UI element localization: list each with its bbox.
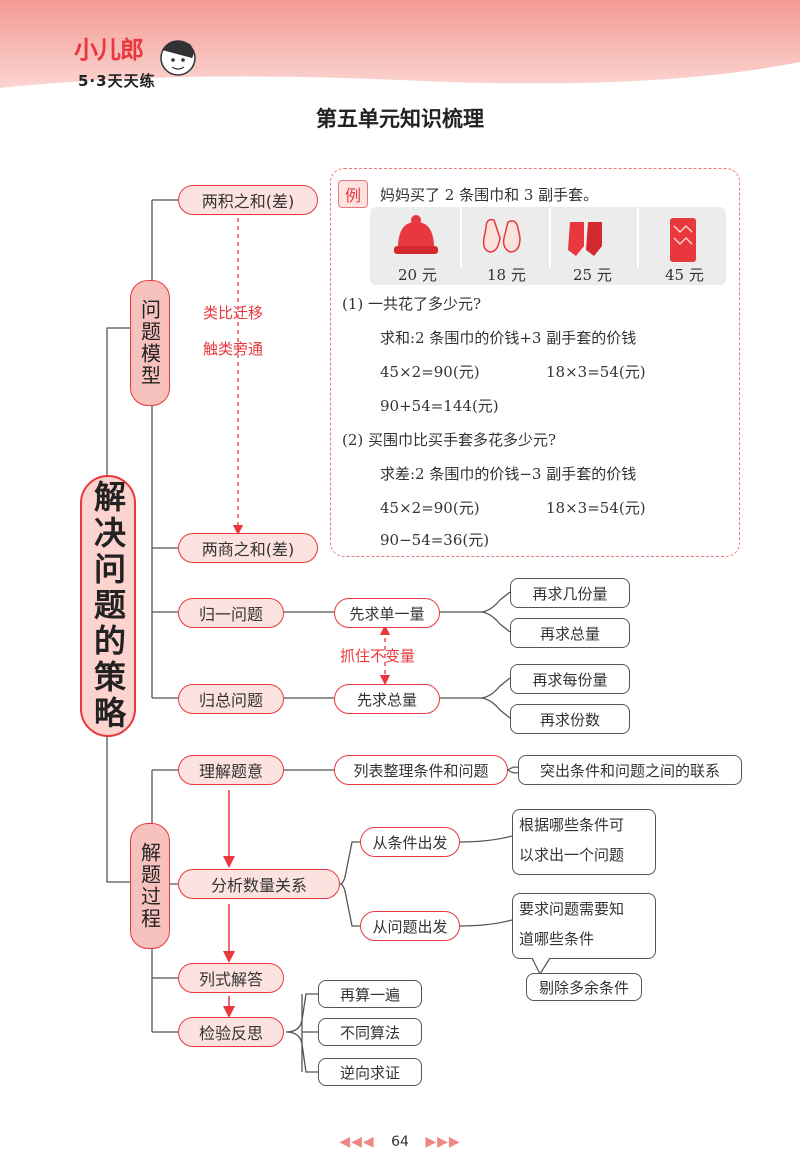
- unit-first-step: 先求单一量: [334, 598, 440, 628]
- mittens-icon: [484, 220, 520, 252]
- goods-images: [370, 208, 726, 268]
- note-analogy-2: 触类旁通: [203, 338, 263, 359]
- model-item-product-sum: 两积之和(差): [178, 185, 318, 215]
- page-number: 64: [391, 1134, 409, 1150]
- price-mittens: 18 元: [487, 264, 526, 285]
- check-alt-method: 不同算法: [318, 1018, 422, 1046]
- step-solve: 列式解答: [178, 963, 284, 993]
- model-item-total-problem: 归总问题: [178, 684, 284, 714]
- note-analogy-1: 类比迁移: [203, 302, 263, 323]
- step-check: 检验反思: [178, 1017, 284, 1047]
- q2-method: 求差:2 条围巾的价钱−3 副手套的价钱: [380, 463, 636, 484]
- note-invariant: 抓住不变量: [340, 645, 415, 666]
- q2-result: 90−54=36(元): [380, 529, 489, 550]
- analyze-from-conditions: 从条件出发: [360, 827, 460, 857]
- question-link: [460, 916, 520, 936]
- next-arrows-icon: ▶▶▶: [425, 1134, 460, 1150]
- total-first-step: 先求总量: [334, 684, 440, 714]
- total-step-a: 再求每份量: [510, 664, 630, 694]
- scarf-icon: [670, 218, 696, 262]
- understand-tabulate: 列表整理条件和问题: [334, 755, 508, 785]
- step-analyze: 分析数量关系: [178, 869, 340, 899]
- q1-calc-b: 18×3=54(元): [546, 361, 646, 382]
- analyze-from-question: 从问题出发: [360, 911, 460, 941]
- gloves-icon: [568, 222, 602, 256]
- q1-method: 求和:2 条围巾的价钱+3 副手套的价钱: [380, 327, 636, 348]
- q2-calc-b: 18×3=54(元): [546, 497, 646, 518]
- example-prompt: 妈妈买了 2 条围巾和 3 副手套。: [380, 184, 598, 205]
- price-hat: 20 元: [398, 264, 437, 285]
- conditions-note-line-2: 以求出一个问题: [519, 840, 624, 870]
- branch-problem-model: 问题模型: [130, 280, 170, 406]
- price-scarf: 45 元: [665, 264, 704, 285]
- question-2: (2) 买围巾比买手套多花多少元?: [342, 429, 556, 450]
- hat-icon: [394, 215, 438, 254]
- model-item-unit-problem: 归一问题: [178, 598, 284, 628]
- prev-arrows-icon: ◀◀◀: [339, 1134, 374, 1150]
- q1-result: 90+54=144(元): [380, 395, 499, 416]
- question-1: (1) 一共花了多少元?: [342, 293, 481, 314]
- price-gloves: 25 元: [573, 264, 612, 285]
- cond-link: [460, 832, 520, 852]
- q1-calc-a: 45×2=90(元): [380, 361, 480, 382]
- q2-calc-a: 45×2=90(元): [380, 497, 480, 518]
- total-step-b: 再求份数: [510, 704, 630, 734]
- page-footer: ◀◀◀ 64 ▶▶▶: [0, 1134, 800, 1150]
- check-recalc: 再算一遍: [318, 980, 422, 1008]
- check-reverse: 逆向求证: [318, 1058, 422, 1086]
- unit-step-b: 再求总量: [510, 618, 630, 648]
- step-understand: 理解题意: [178, 755, 284, 785]
- understand-highlight: 突出条件和问题之间的联系: [518, 755, 742, 785]
- question-note-line-2: 道哪些条件: [519, 924, 594, 954]
- model-item-quotient-sum: 两商之和(差): [178, 533, 318, 563]
- branch-solving-process: 解题过程: [130, 823, 170, 949]
- unit-step-a: 再求几份量: [510, 578, 630, 608]
- analyze-question-note: 要求问题需要知 道哪些条件: [512, 893, 656, 959]
- analyze-remove-extra: 剔除多余条件: [526, 973, 642, 1001]
- analyze-conditions-note: 根据哪些条件可 以求出一个问题: [512, 809, 656, 875]
- main-topic-node: 解决问题的策略: [80, 475, 136, 737]
- example-tag: 例: [338, 180, 368, 208]
- question-note-line-1: 要求问题需要知: [519, 894, 624, 924]
- conditions-note-line-1: 根据哪些条件可: [519, 810, 624, 840]
